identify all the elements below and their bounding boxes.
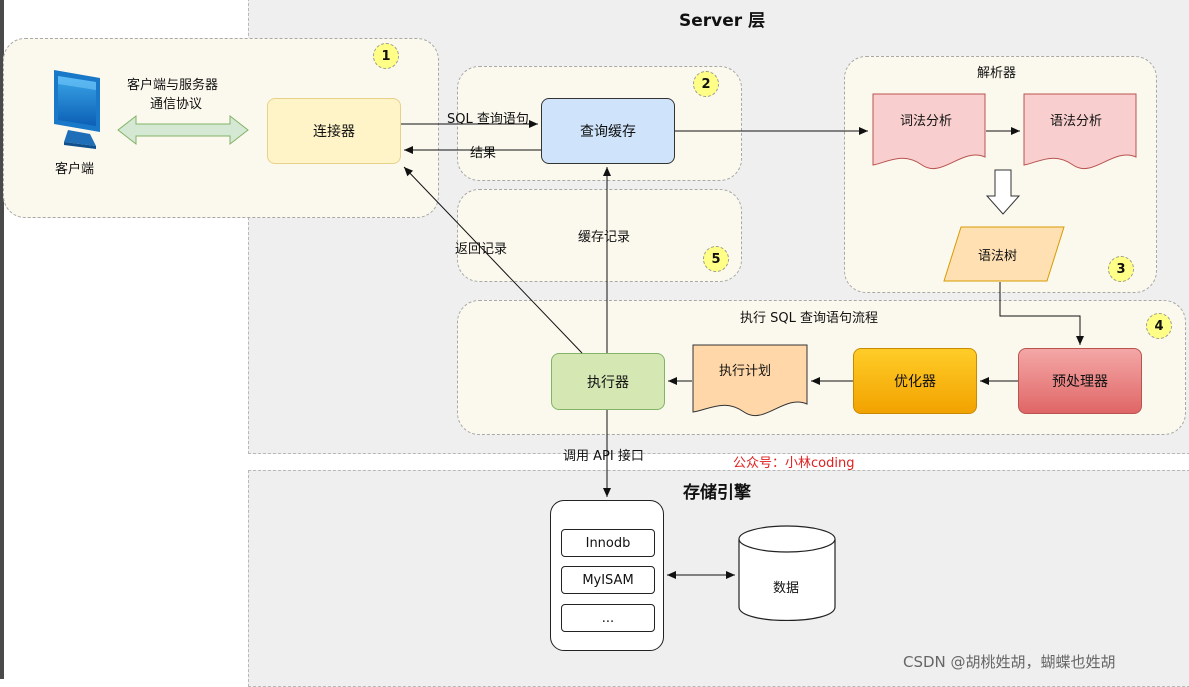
lexical-analysis-shape: 词法分析 xyxy=(872,93,986,173)
group-number-1: 1 xyxy=(373,43,399,69)
syntax-analysis-label: 语法分析 xyxy=(1050,114,1103,129)
executor-label: 执行器 xyxy=(587,374,629,391)
edge-label-cache-record: 缓存记录 xyxy=(578,230,631,245)
database-cylinder-icon: 数据 xyxy=(738,525,836,622)
execution-flow-title: 执行 SQL 查询语句流程 xyxy=(740,311,878,326)
monitor-icon xyxy=(50,68,106,150)
edge-label-sql-query: SQL 查询语句 xyxy=(447,112,529,127)
parser-title: 解析器 xyxy=(977,66,1017,81)
group-number-5: 5 xyxy=(703,246,729,272)
group-number-2: 2 xyxy=(693,71,719,97)
syntax-tree-label: 语法树 xyxy=(978,249,1018,264)
protocol-label-line1: 客户端与服务器 xyxy=(127,78,219,93)
engine-myisam: MyISAM xyxy=(561,566,655,594)
left-edge-bar xyxy=(0,0,4,679)
server-layer-title: Server 层 xyxy=(679,11,766,31)
group-number-3: 3 xyxy=(1108,256,1134,282)
engine-innodb: Innodb xyxy=(561,529,655,557)
connector-label: 连接器 xyxy=(313,124,355,140)
query-cache-box: 查询缓存 xyxy=(541,98,675,164)
optimizer-box: 优化器 xyxy=(853,348,977,414)
execution-plan-label: 执行计划 xyxy=(719,364,772,379)
lexical-analysis-label: 词法分析 xyxy=(900,114,953,129)
engine-more: ... xyxy=(561,604,655,632)
group-5-cache-record xyxy=(457,189,742,282)
syntax-tree-shape: 语法树 xyxy=(943,226,1065,282)
storage-layer-title: 存储引擎 xyxy=(683,483,751,503)
protocol-label-line2: 通信协议 xyxy=(150,97,203,112)
preprocessor-label: 预处理器 xyxy=(1052,374,1108,390)
storage-layer-region xyxy=(248,470,1189,687)
csdn-credit: CSDN @胡桃姓胡，蝴蝶也姓胡 xyxy=(903,653,1116,671)
client-label: 客户端 xyxy=(55,162,95,177)
storage-engine-container: Innodb MyISAM ... xyxy=(550,500,664,651)
execution-plan-shape: 执行计划 xyxy=(692,344,808,420)
group-number-4: 4 xyxy=(1146,313,1172,339)
edge-label-return-record: 返回记录 xyxy=(455,242,508,257)
data-store-label: 数据 xyxy=(773,581,800,596)
executor-box: 执行器 xyxy=(551,353,665,410)
syntax-analysis-shape: 语法分析 xyxy=(1023,93,1137,173)
query-cache-label: 查询缓存 xyxy=(580,124,636,140)
optimizer-label: 优化器 xyxy=(894,374,936,390)
edge-label-call-api: 调用 API 接口 xyxy=(563,449,644,464)
preprocessor-box: 预处理器 xyxy=(1018,348,1142,414)
protocol-double-arrow xyxy=(117,114,249,146)
connector-box: 连接器 xyxy=(267,98,401,164)
watermark-text: 公众号：小林coding xyxy=(733,456,855,471)
